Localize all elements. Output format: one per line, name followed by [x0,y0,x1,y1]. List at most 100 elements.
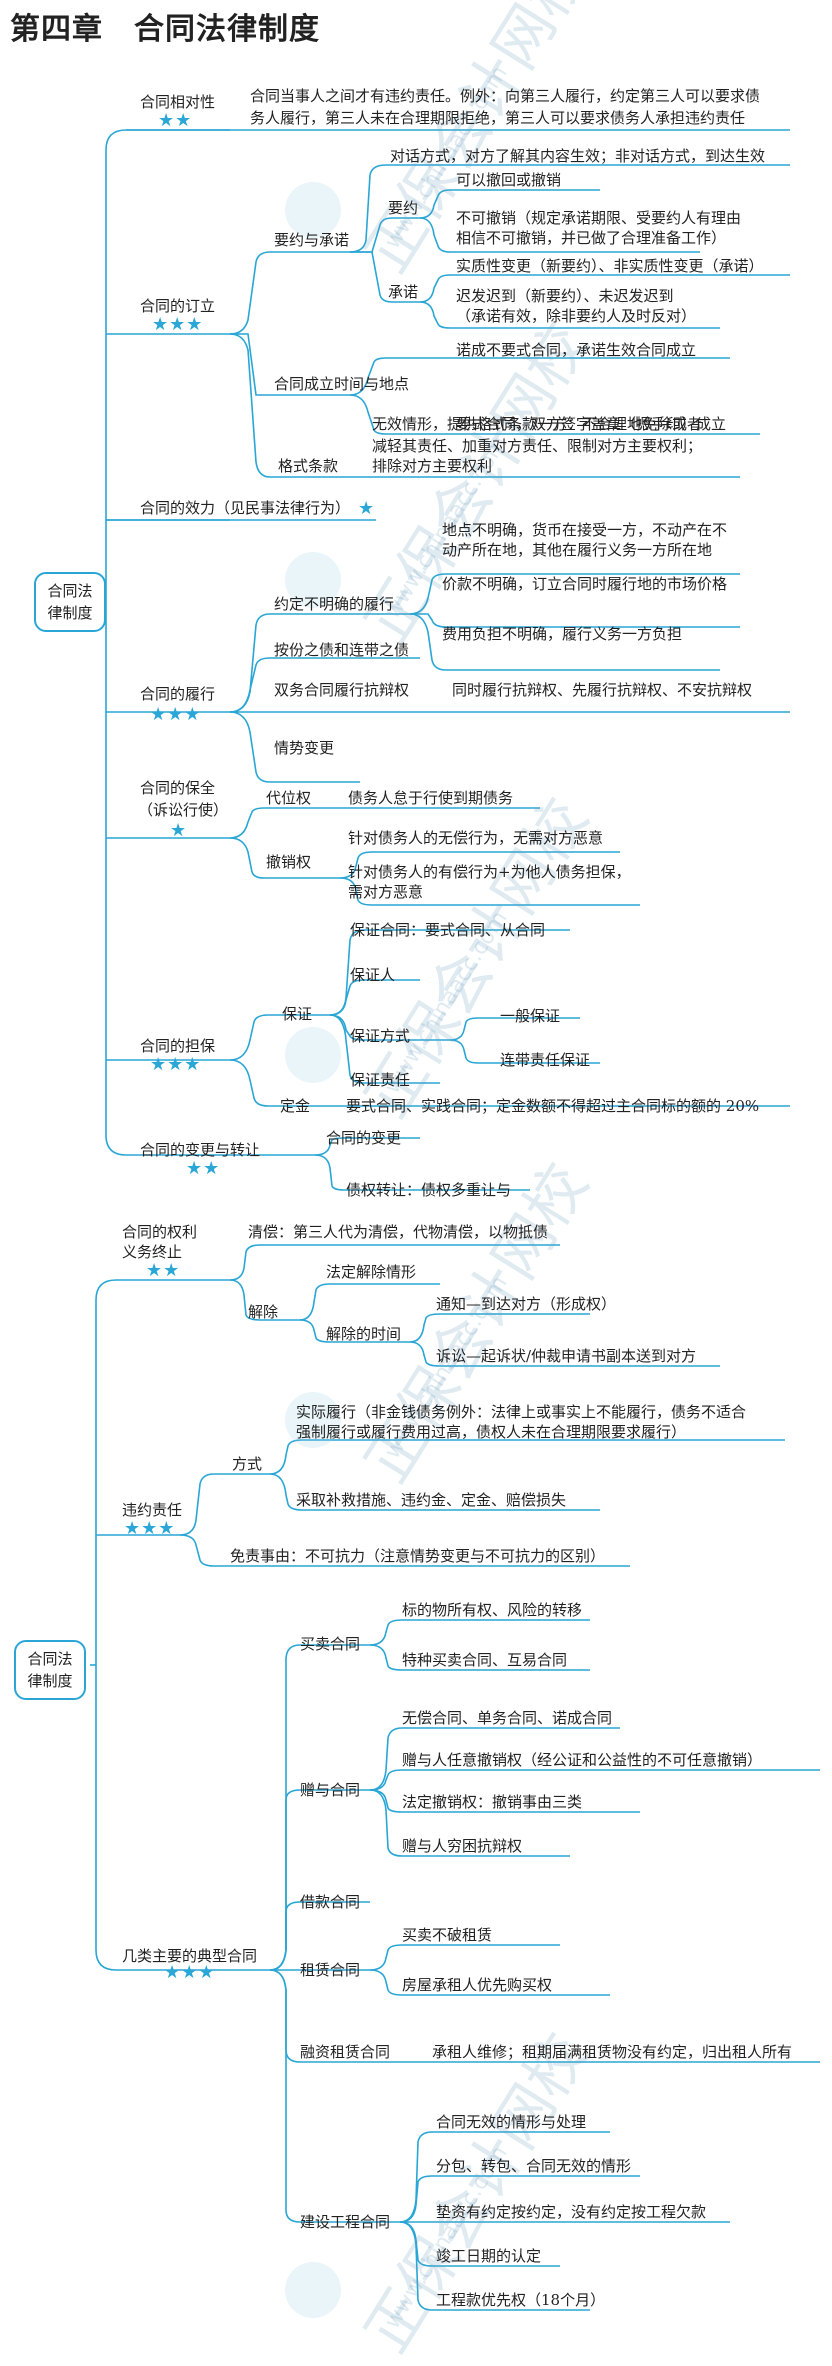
node-termination: 合同的权利 [122,1223,198,1241]
root-node-2: 合同法 律制度 [14,1640,86,1700]
construction-subcontract: 分包、转包、合同无效的情形 [436,2157,632,2175]
privity-text-2: 务人履行，第三人未在合理期限拒绝，第三人可以要求债务人承担违约责任 [250,109,746,127]
node-offer-acceptance: 要约与承诺 [274,231,350,249]
root-node: 合同法 律制度 [34,572,106,632]
watermark-circle [285,2262,341,2318]
actual-performance-2: 强制履行或履行费用过高，债权人未在合理期限要求履行） [296,1423,687,1441]
unclear-price: 价款不明确，订立合同时履行地的市场价格 [442,575,728,593]
guarantor: 保证人 [350,966,396,984]
unclear-cost: 费用负担不明确，履行义务一方负担 [442,625,683,643]
remedial-measures: 采取补救措施、违约金、定金、赔偿损失 [296,1491,567,1509]
node-unclear-performance: 约定不明确的履行 [274,595,395,613]
actual-performance-1: 实际履行（非金钱债务例外：法律上或事实上不能履行，债务不适合 [296,1403,747,1421]
formation-time-1: 诺成不要式合同，承诺生效合同成立 [456,341,697,359]
defense-right-text: 同时履行抗辩权、先履行抗辩权、不安抗辩权 [452,681,753,699]
node-contract-guarantee: 合同的担保 [140,1037,216,1055]
node-rescission: 解除 [248,1303,279,1321]
page-title: 第四章 合同法律制度 [10,12,320,47]
stars: ★★ [186,1158,221,1179]
node-contract-validity: 合同的效力（见民事法律行为） [140,499,351,517]
construction-priority: 工程款优先权（18个月） [436,2291,606,2309]
exemption-reason: 免责事由：不可抗力（注意情势变更与不可抗力的区别） [230,1547,606,1565]
sale-special: 特种买卖合同、互易合同 [402,1651,568,1669]
statutory-rescission: 法定解除情形 [326,1263,417,1281]
privity-text-1: 合同当事人之间才有违约责任。例外：向第三人履行，约定第三人可以要求债 [250,87,761,105]
revocation-free: 针对债务人的无偿行为，无需对方恶意 [348,829,604,847]
stars: ★★ [158,110,193,131]
node-loan-contract: 借款合同 [300,1893,361,1911]
stars: ★ [170,820,188,841]
guaranty-contract: 保证合同：要式合同、从合同 [350,921,546,939]
node-termination-sub: 义务终止 [122,1243,183,1261]
lease-sale-no-break: 买卖不破租赁 [402,1926,493,1944]
stars: ★★★ [150,704,202,725]
revocation-paid-2: 需对方恶意 [348,883,424,901]
stars: ★★ [146,1260,181,1281]
node-formation-time: 合同成立时间与地点 [274,375,410,393]
acceptance-late-1: 迟发迟到（新要约）、未迟发迟到 [456,287,674,305]
stars: ★★★ [152,314,204,335]
gift-statutory-revoke: 法定撤销权：撤销事由三类 [402,1793,583,1811]
joint-guaranty: 连带责任保证 [500,1051,591,1069]
watermark-circle [285,1027,341,1083]
node-defense-right: 双务合同履行抗辩权 [274,681,410,699]
offer-effect-text: 对话方式，对方了解其内容生效；非对话方式，到达生效 [390,147,766,165]
stars: ★★★ [164,1962,216,1983]
node-typical-contracts: 几类主要的典型合同 [122,1947,258,1965]
stars: ★★★ [124,1518,176,1539]
node-contract-change-transfer: 合同的变更与转让 [140,1141,261,1159]
node-gift-contract: 赠与合同 [300,1781,361,1799]
root-label-line2: 律制度 [27,1672,73,1690]
construction-advance: 垫资有约定按约定，没有约定按工程欠款 [436,2203,707,2221]
gift-arbitrary-revoke: 赠与人任意撤销权（经公证和公益性的不可任意撤销） [402,1751,763,1769]
root-label-line1: 合同法 [47,582,93,600]
node-deposit: 定金 [280,1097,311,1115]
node-change-circumstances: 情势变更 [274,739,335,757]
gift-nature: 无偿合同、单务合同、诺成合同 [402,1709,613,1727]
standard-terms-3: 排除对方主要权利 [372,457,493,475]
contract-change: 合同的变更 [326,1129,402,1147]
guaranty-method: 保证方式 [350,1027,411,1045]
construction-invalid: 合同无效的情形与处理 [436,2113,587,2131]
node-contract-performance: 合同的履行 [140,685,216,703]
node-acceptance: 承诺 [388,283,419,301]
acceptance-change: 实质性变更（新要约）、非实质性变更（承诺） [456,257,764,275]
node-rescission-time: 解除的时间 [326,1325,402,1343]
performance-clearance: 清偿：第三人代为清偿，代物清偿，以物抵债 [248,1223,549,1241]
subrogation-text: 债务人怠于行使到期债务 [348,789,514,807]
rescission-lawsuit: 诉讼—起诉状/仲裁申请书副本送到对方 [436,1347,697,1365]
construction-completion: 竣工日期的认定 [436,2247,542,2265]
stars: ★ [358,498,376,519]
offer-irrevocable-1: 不可撤销（规定承诺期限、受要约人有理由 [456,209,742,227]
standard-terms-2: 减轻其责任、加重对方责任、限制对方主要权利； [372,437,703,455]
watermark-circle [285,1392,341,1448]
node-contract-preservation: 合同的保全 [140,779,216,797]
node-guaranty: 保证 [282,1005,313,1023]
node-contract-preservation-sub: （诉讼行使） [138,801,229,819]
rescission-notice: 通知—到达对方（形成权） [436,1295,617,1313]
node-contract-formation: 合同的订立 [140,297,216,315]
root-label-line2: 律制度 [47,604,93,622]
formation-time-2: 要式合同，双方签字盖章（摁手印）成立 [456,415,727,433]
lease-priority-purchase: 房屋承租人优先购买权 [402,1976,553,1994]
acceptance-late-2: （承诺有效，除非要约人及时反对） [456,307,697,325]
node-offer: 要约 [388,199,419,217]
finance-lease-text: 承租人维修；租期届满租赁物没有约定，归出租人所有 [432,2043,793,2061]
revocation-paid-1: 针对债务人的有偿行为+为他人债务担保， [348,863,631,881]
node-construction-contract: 建设工程合同 [300,2213,391,2231]
guaranty-liability: 保证责任 [350,1071,411,1089]
watermark-circle [285,552,341,608]
standard-terms-1: 无效情形，提供格式条款一方：不合理地免除或者 [372,415,703,433]
node-finance-lease: 融资租赁合同 [300,2043,391,2061]
node-standard-terms: 格式条款 [278,457,339,475]
node-revocation: 撤销权 [266,853,312,871]
node-subrogation: 代位权 [266,789,312,807]
stars: ★★★ [150,1054,202,1075]
general-guaranty: 一般保证 [500,1007,561,1025]
deposit-text: 要式合同、实践合同；定金数额不得超过主合同标的额的 20% [346,1097,760,1115]
watermark-circle [285,182,341,238]
root-label-line1: 合同法 [27,1650,73,1668]
node-share-joint-debt: 按份之债和连带之债 [274,641,410,659]
claim-transfer: 债权转让：债权多重让与 [346,1181,512,1199]
